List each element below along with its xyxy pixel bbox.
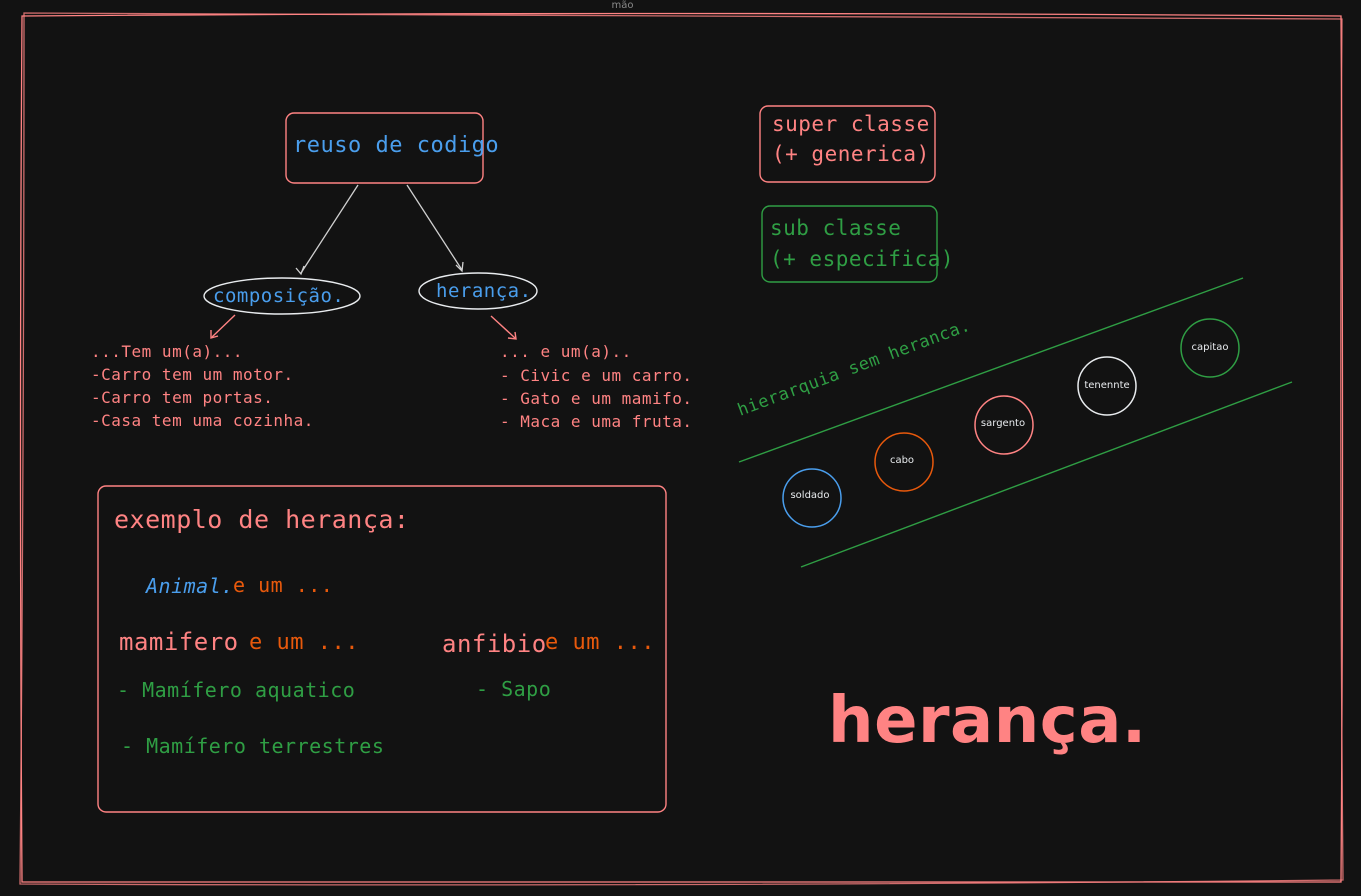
super-class-box[interactable] <box>759 105 936 183</box>
rank-label-cabo: cabo <box>889 455 915 466</box>
composicao-node-label: composição. <box>213 285 345 307</box>
heranca-node-label: herança. <box>436 280 532 302</box>
example-mamifero-word: mamifero <box>119 628 239 656</box>
rank-label-sargento: sargento <box>980 418 1026 429</box>
rank-circle-capitao[interactable] <box>1180 318 1240 378</box>
rank-circle-soldado[interactable] <box>782 468 842 528</box>
super-class-line-2: (+ generica) <box>772 142 930 166</box>
example-mamifero-item-2: - Mamífero terrestres <box>121 734 385 758</box>
heranca-node-ellipse[interactable] <box>418 272 538 310</box>
heranca-list-line-2: - Civic e um carro. <box>500 366 693 385</box>
composicao-list-line-2: -Carro tem um motor. <box>91 365 294 384</box>
example-box[interactable] <box>97 485 667 813</box>
sub-class-line-2: (+ especifica) <box>770 247 955 271</box>
example-mamifero-rest: e um ... <box>249 630 359 655</box>
tree-arrows <box>295 184 464 276</box>
rank-circle-cabo[interactable] <box>874 432 934 492</box>
rank-label-capitao: capitao <box>1191 342 1229 353</box>
rank-circle-sargento[interactable] <box>974 395 1034 455</box>
heranca-list-line-1: ... e um(a).. <box>500 342 632 361</box>
frame-label: mão <box>611 0 634 11</box>
composicao-list-line-1: ...Tem um(a)... <box>91 342 243 361</box>
example-animal-word: Animal. <box>146 574 234 598</box>
composicao-list-line-3: -Carro tem portas. <box>91 388 274 407</box>
sub-class-line-1: sub classe <box>770 216 902 240</box>
heranca-list-line-3: - Gato e um mamifo. <box>500 389 693 408</box>
list-arrows <box>210 314 517 340</box>
example-animal-rest: e um ... <box>233 573 334 597</box>
rank-circles <box>782 318 1240 528</box>
sub-class-box[interactable] <box>761 205 938 283</box>
rank-label-soldado: soldado <box>790 490 830 501</box>
super-class-line-1: super classe <box>772 112 930 136</box>
hierarchy-lines <box>738 277 1293 568</box>
example-anfibio-rest: e um ... <box>545 630 655 655</box>
example-mamifero-item-1: - Mamífero aquatico <box>117 678 356 702</box>
big-title: herança. <box>828 684 1147 758</box>
example-anfibio-word: anfibio <box>442 630 547 658</box>
example-title: exemplo de herança: <box>114 505 410 534</box>
heranca-list-line-4: - Maca e uma fruta. <box>500 412 693 431</box>
composicao-node-ellipse[interactable] <box>203 277 361 315</box>
root-node-box[interactable] <box>285 112 484 184</box>
rank-circle-tenennte[interactable] <box>1077 356 1137 416</box>
root-node-label: reuso de codigo <box>293 133 500 158</box>
example-anfibio-item-1: - Sapo <box>476 677 552 701</box>
composicao-list-line-4: -Casa tem uma cozinha. <box>91 411 314 430</box>
rank-label-tenennte: tenennte <box>1084 380 1130 391</box>
